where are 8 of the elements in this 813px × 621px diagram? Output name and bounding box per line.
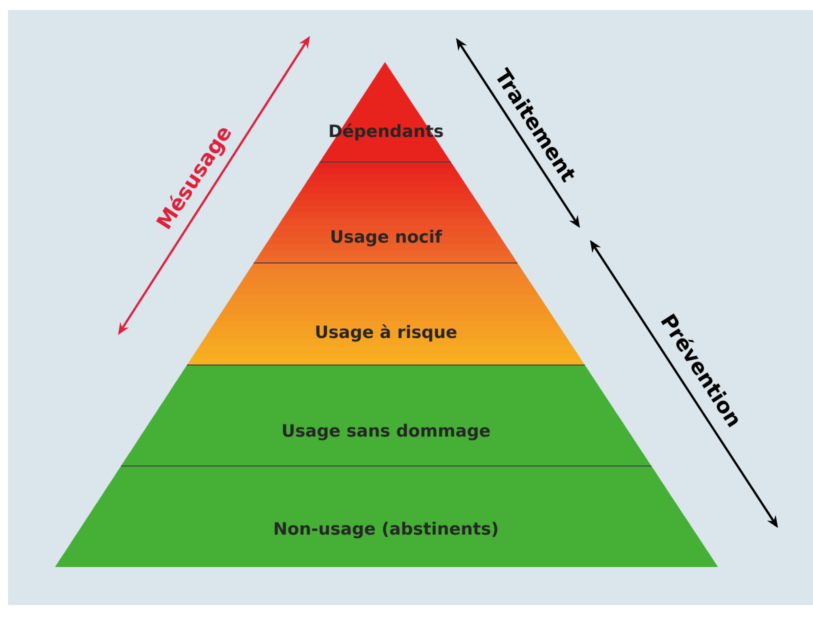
pyramid-level: Usage sans dommage bbox=[121, 365, 652, 466]
pyramid-level: Usage à risque bbox=[187, 263, 585, 365]
node-label: Usage à risque bbox=[316, 324, 456, 342]
node-label: Usage nocif bbox=[332, 230, 442, 246]
node-label: Non-usage (abstinents) bbox=[274, 522, 498, 538]
node-label: Usage sans dommage bbox=[282, 424, 490, 440]
pyramid-level: Non-usage (abstinents) bbox=[55, 466, 718, 567]
pyramid-level: Usage nocif bbox=[254, 162, 518, 263]
